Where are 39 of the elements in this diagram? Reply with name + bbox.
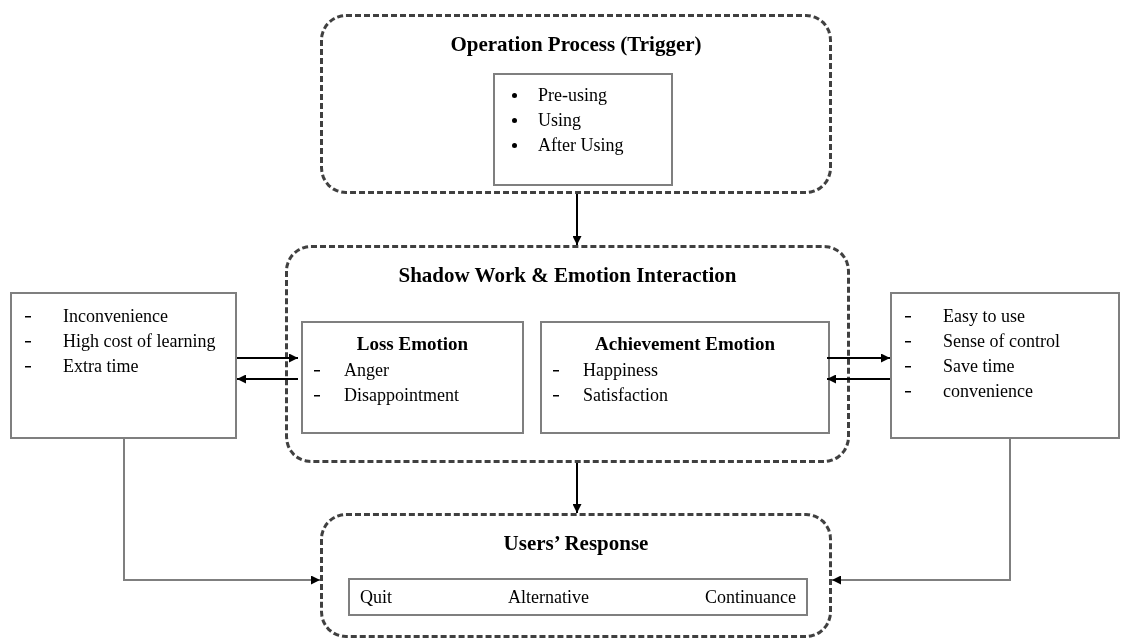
response-option: Quit <box>360 583 392 611</box>
list-item: Pre-using <box>538 84 607 107</box>
list-item: Easy to use <box>943 305 1025 328</box>
text-box <box>890 292 1120 439</box>
text-box <box>10 292 237 439</box>
text-box <box>301 321 524 434</box>
list-item: Satisfaction <box>583 384 668 407</box>
list-item: High cost of learning <box>63 330 216 353</box>
list-item: convenience <box>943 380 1033 403</box>
dashed-group-box <box>320 513 832 638</box>
list-item: Using <box>538 109 581 132</box>
box-heading: Loss Emotion <box>355 332 470 356</box>
arrow <box>236 374 299 384</box>
list-item: Inconvenience <box>63 305 168 328</box>
group-title: Operation Process (Trigger) <box>450 31 702 58</box>
arrow <box>572 462 582 514</box>
list-item: Save time <box>943 355 1015 378</box>
arrow <box>123 438 321 585</box>
response-option: Alternative <box>508 583 589 611</box>
text-box <box>493 73 673 186</box>
arrow <box>236 353 299 363</box>
list-item: Sense of control <box>943 330 1060 353</box>
dashed-group-box <box>320 14 832 194</box>
response-box <box>348 578 808 616</box>
list-item: Happiness <box>583 359 658 382</box>
dashed-group-box <box>285 245 850 463</box>
arrow <box>826 353 891 363</box>
list-item: Anger <box>344 359 389 382</box>
arrow <box>826 374 891 384</box>
group-title: Shadow Work & Emotion Interaction <box>398 262 737 289</box>
arrow <box>831 438 1011 585</box>
response-option: Continuance <box>705 583 796 611</box>
arrow <box>572 193 582 246</box>
group-title: Users’ Response <box>503 530 649 557</box>
list-item: Disappointment <box>344 384 459 407</box>
text-box <box>540 321 830 434</box>
list-item: Extra time <box>63 355 139 378</box>
list-item: After Using <box>538 134 624 157</box>
box-heading: Achievement Emotion <box>594 332 776 356</box>
